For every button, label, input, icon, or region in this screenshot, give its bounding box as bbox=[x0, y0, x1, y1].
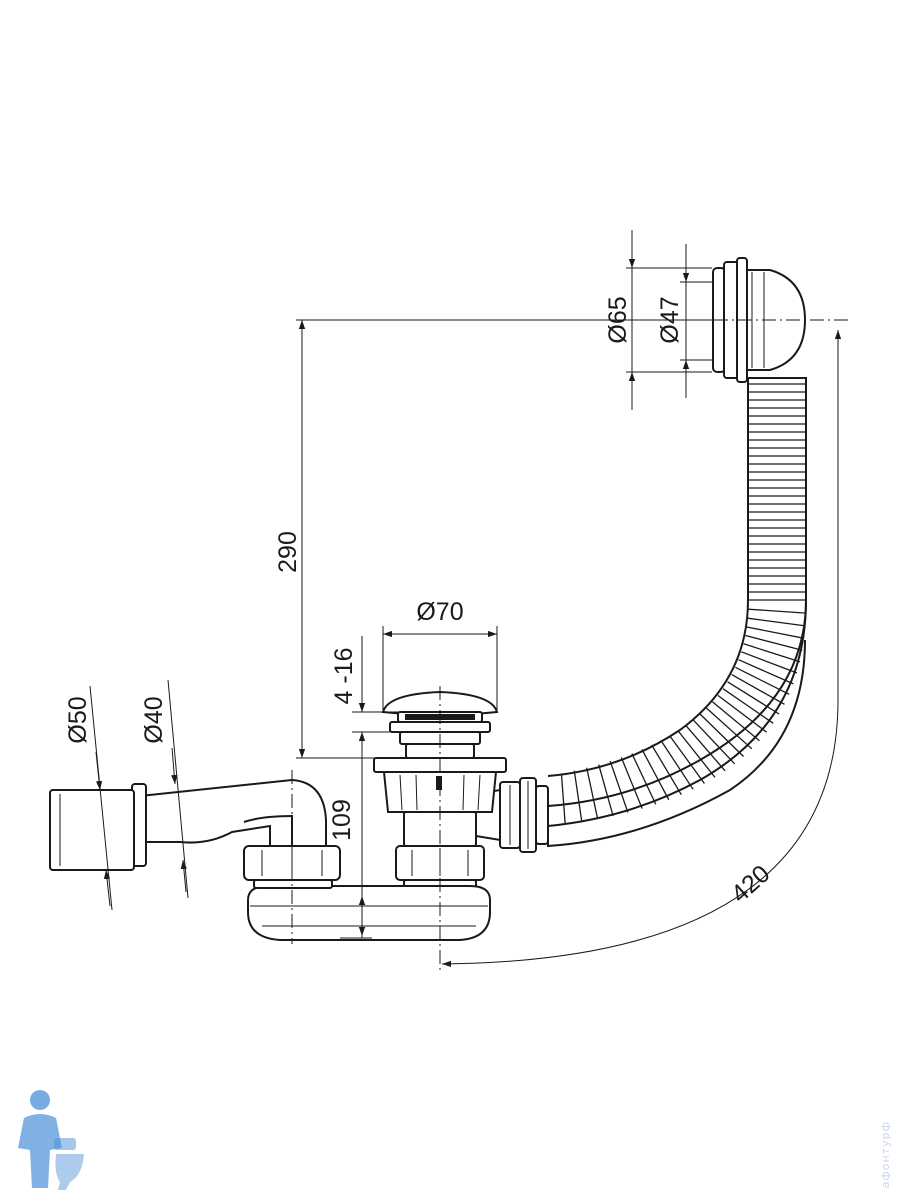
hose-rib bbox=[631, 753, 657, 805]
siphon-trap bbox=[247, 885, 491, 941]
hose-rib bbox=[747, 608, 807, 614]
hose-rib bbox=[598, 764, 614, 817]
hose-rib bbox=[741, 651, 798, 674]
dim-hose-length: 420 bbox=[441, 330, 842, 968]
hose-rib bbox=[660, 740, 694, 790]
hose-rib bbox=[560, 773, 566, 825]
hose-rib bbox=[573, 770, 583, 822]
hose-rib bbox=[586, 767, 599, 820]
dim-label-109: 109 bbox=[328, 799, 356, 841]
hose-rib bbox=[743, 643, 801, 663]
dim-siphon-height: 109 bbox=[328, 760, 372, 939]
hose-rib bbox=[746, 626, 805, 639]
dim-outlet-diameters: Ø50 Ø40 bbox=[64, 679, 189, 911]
hose-rib bbox=[609, 760, 629, 813]
hose-rib bbox=[651, 744, 682, 796]
drain-plug bbox=[381, 690, 499, 759]
dim-label-420: 420 bbox=[726, 860, 776, 909]
dim-label-o50: Ø50 bbox=[64, 696, 92, 743]
hose-ribs bbox=[560, 383, 807, 825]
dim-plug-range: 4 -16 bbox=[330, 636, 398, 760]
watermark-text: афонтурф bbox=[879, 1120, 892, 1188]
dim-label-o70: Ø70 bbox=[416, 598, 463, 626]
hose-rib bbox=[745, 634, 803, 651]
dim-overflow-height: 290 bbox=[274, 319, 712, 759]
hose-rib bbox=[747, 617, 806, 627]
dim-label-4-16: 4 -16 bbox=[330, 648, 358, 705]
hose-rib bbox=[738, 659, 794, 685]
outlet-pipe bbox=[49, 778, 341, 889]
hose-rib bbox=[641, 749, 670, 801]
corrugated-hose bbox=[547, 377, 807, 848]
plumber-mascot-icon bbox=[18, 1090, 84, 1190]
dim-label-290: 290 bbox=[274, 531, 302, 573]
dim-label-o40: Ø40 bbox=[140, 696, 168, 743]
